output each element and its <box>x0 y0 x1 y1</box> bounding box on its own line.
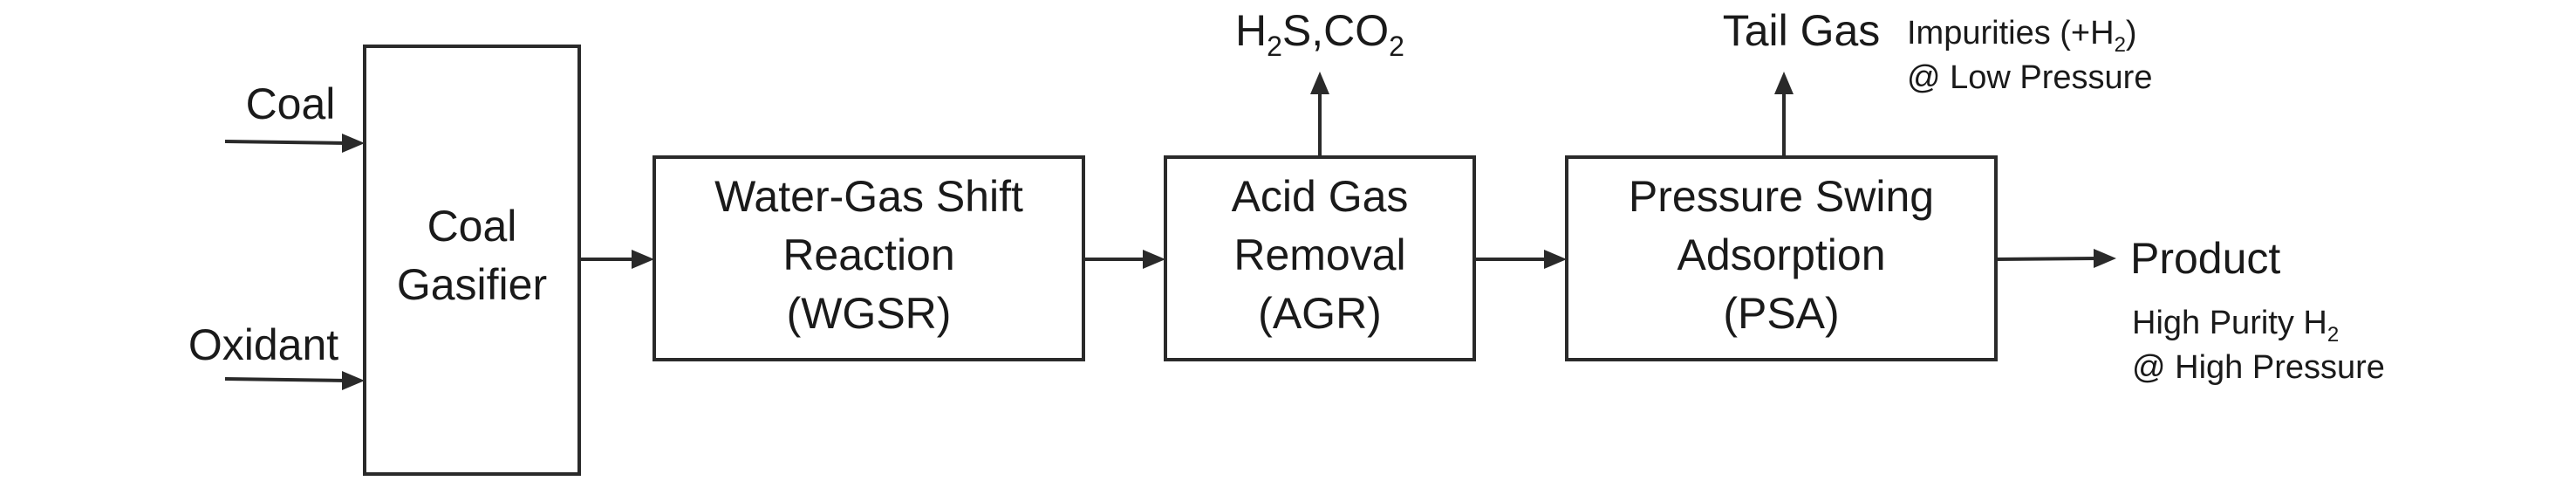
product-label: Product <box>2130 234 2280 283</box>
h2s-co2-label: H2S,CO2 <box>1235 6 1404 62</box>
tail-gas-note-line2: @ Low Pressure <box>1907 59 2152 96</box>
agr-block <box>1164 155 1476 361</box>
oxidant-input-label: Oxidant <box>188 320 338 369</box>
tail-gas-arrow <box>1774 72 1794 157</box>
oxidant-input-arrow <box>224 371 365 390</box>
coal-input-label: Coal <box>246 79 336 128</box>
wgsr-label-line1: Water-Gas Shift <box>714 172 1023 221</box>
psa-label-line3: (PSA) <box>1723 289 1839 338</box>
product-note-line1: High Purity H2 <box>2132 305 2339 347</box>
product-note-line2: @ High Pressure <box>2132 349 2385 386</box>
coal-input-arrow <box>224 134 365 153</box>
wgsr-label-line2: Reaction <box>782 230 954 279</box>
tail-gas-note-line1: Impurities (+H2) <box>1907 15 2137 57</box>
coal-gasifier-label-line1: Coal <box>427 202 517 251</box>
product-arrow <box>1995 249 2116 268</box>
agr-label-line3: (AGR) <box>1258 289 1382 338</box>
gasifier-to-wgsr-arrow <box>579 250 654 269</box>
agr-to-psa-arrow <box>1474 250 1567 269</box>
wgsr-label-line3: (WGSR) <box>787 289 952 338</box>
agr-label-line1: Acid Gas <box>1232 172 1409 221</box>
psa-label-line2: Adsorption <box>1677 230 1885 279</box>
tail-gas-label: Tail Gas <box>1723 6 1881 55</box>
coal-gasifier-label-line2: Gasifier <box>397 260 547 309</box>
agr-label-line2: Removal <box>1233 230 1405 279</box>
wgsr-block <box>653 155 1085 361</box>
coal-gasifier-block <box>363 45 581 476</box>
wgsr-to-agr-arrow <box>1083 250 1165 269</box>
psa-block <box>1565 155 1998 361</box>
psa-label-line1: Pressure Swing <box>1629 172 1934 221</box>
agr-output-arrow <box>1310 72 1329 157</box>
